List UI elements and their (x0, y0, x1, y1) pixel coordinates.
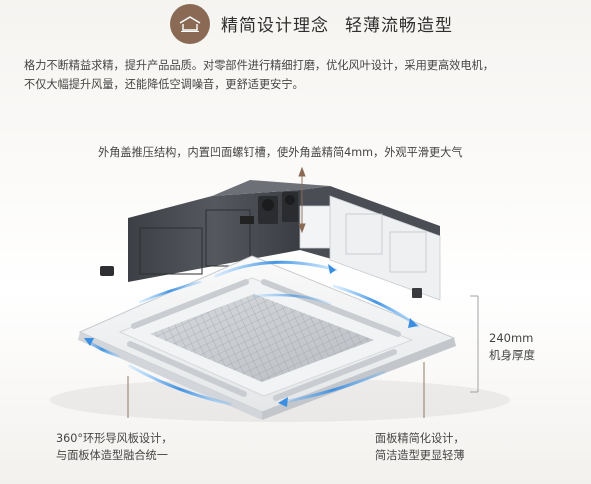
refrigerant-pipes (100, 192, 298, 276)
leader-lines (127, 166, 479, 418)
thickness-value: 240mm (489, 331, 534, 345)
thickness-callout: 240mm 机身厚度 (489, 330, 535, 364)
intro-paragraph: 格力不断精益求精，提升产品品质。对零部件进行精细打磨，优化风叶设计，采用更高效电… (24, 56, 574, 94)
callout-left-line-1: 360°环形导风板设计， (56, 432, 173, 445)
ac-panel (78, 255, 456, 420)
callout-right-line-1: 面板精简化设计， (375, 432, 465, 445)
ac-body (100, 180, 441, 301)
title-part-2: 轻薄流畅造型 (345, 16, 453, 36)
intro-line-1: 格力不断精益求精，提升产品品质。对零部件进行精细打磨，优化风叶设计，采用更高效电… (24, 59, 494, 72)
airflow-arrows (84, 260, 420, 407)
callout-top: 外角盖推压结构，内置凹面螺钉槽，使外角盖精简4mm，外观平滑更大气 (98, 146, 463, 159)
callout-left-line-2: 与面板体造型融合统一 (56, 449, 168, 462)
callout-right-line-2: 简洁造型更显轻薄 (375, 449, 465, 462)
page-title: 精简设计理念轻薄流畅造型 (221, 11, 453, 36)
callout-left: 360°环形导风板设计， 与面板体造型融合统一 (56, 430, 172, 464)
intro-line-2: 不仅大幅提升风量，还能降低空调噪音，更舒适更安宁。 (24, 78, 304, 91)
thickness-label: 机身厚度 (489, 348, 535, 362)
title-part-1: 精简设计理念 (221, 16, 329, 36)
roof-outline-icon (179, 16, 201, 32)
header-badge (170, 4, 210, 44)
callout-right: 面板精简化设计， 简洁造型更显轻薄 (375, 430, 465, 464)
